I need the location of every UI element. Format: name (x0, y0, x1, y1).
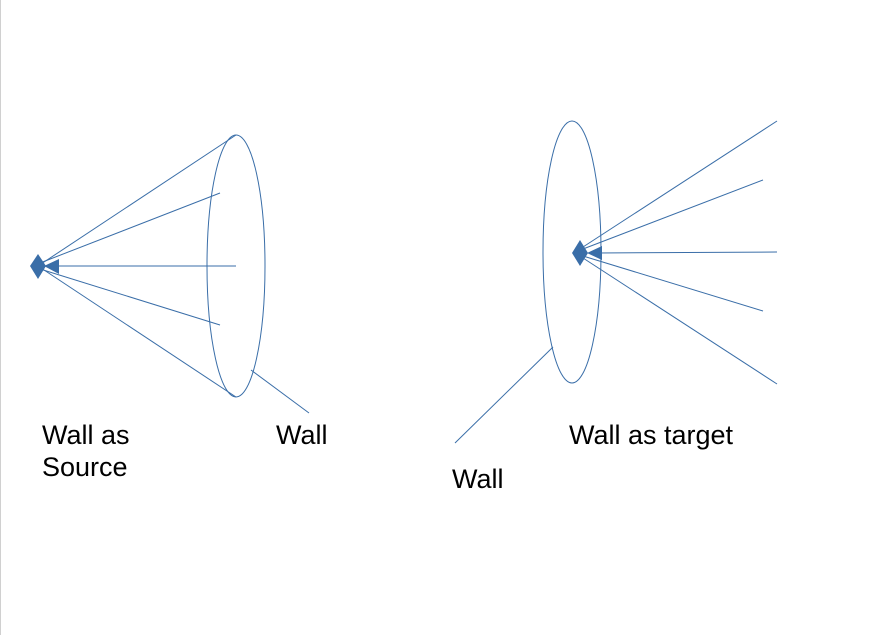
source-arrowhead (44, 259, 59, 274)
target-ray-5 (582, 257, 778, 385)
target-diagram (454, 120, 778, 444)
source-ray-3 (39, 268, 221, 326)
source-ray-1 (39, 192, 221, 264)
page-edge (0, 0, 1, 635)
wall-label-left: Wall (276, 420, 328, 450)
target-point-diamond (572, 240, 588, 266)
target-ray-4 (582, 255, 764, 312)
source-cone-bottom-edge (37, 265, 237, 398)
target-ray-1 (582, 120, 778, 248)
source-wall-pointer (250, 369, 310, 414)
source-point-diamond (30, 254, 46, 279)
wall-as-target-label: Wall as target (569, 420, 734, 450)
source-cone-top-edge (37, 134, 237, 267)
source-diagram (37, 134, 310, 414)
target-arrowhead (587, 246, 602, 260)
target-wall-pointer (454, 346, 554, 444)
target-ray-3 (596, 251, 778, 254)
wall-label-right: Wall (452, 464, 504, 494)
wall-as-source-label-line1: Wall as (42, 420, 130, 450)
wall-as-source-label-line2: Source (42, 452, 128, 482)
target-ray-2 (582, 179, 764, 250)
